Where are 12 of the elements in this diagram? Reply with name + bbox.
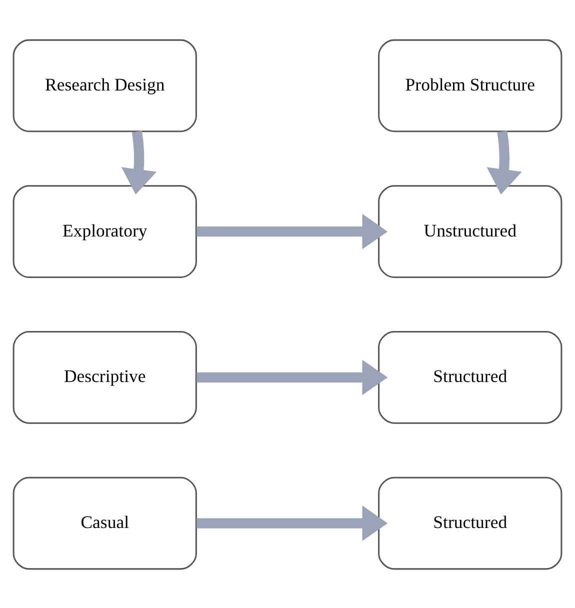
node-box: Unstructured: [378, 184, 562, 278]
node-box: Descriptive: [12, 330, 197, 424]
node-box: Structured: [378, 476, 562, 570]
node-box: Structured: [378, 330, 562, 424]
arrow: [196, 505, 388, 540]
node-box: Casual: [12, 476, 197, 570]
arrow: [196, 359, 388, 395]
node-box: Problem Structure: [378, 38, 562, 132]
arrow: [196, 213, 388, 249]
node-box: Research Design: [12, 38, 197, 132]
arrow: [121, 130, 157, 194]
node-box: Exploratory: [12, 184, 197, 278]
